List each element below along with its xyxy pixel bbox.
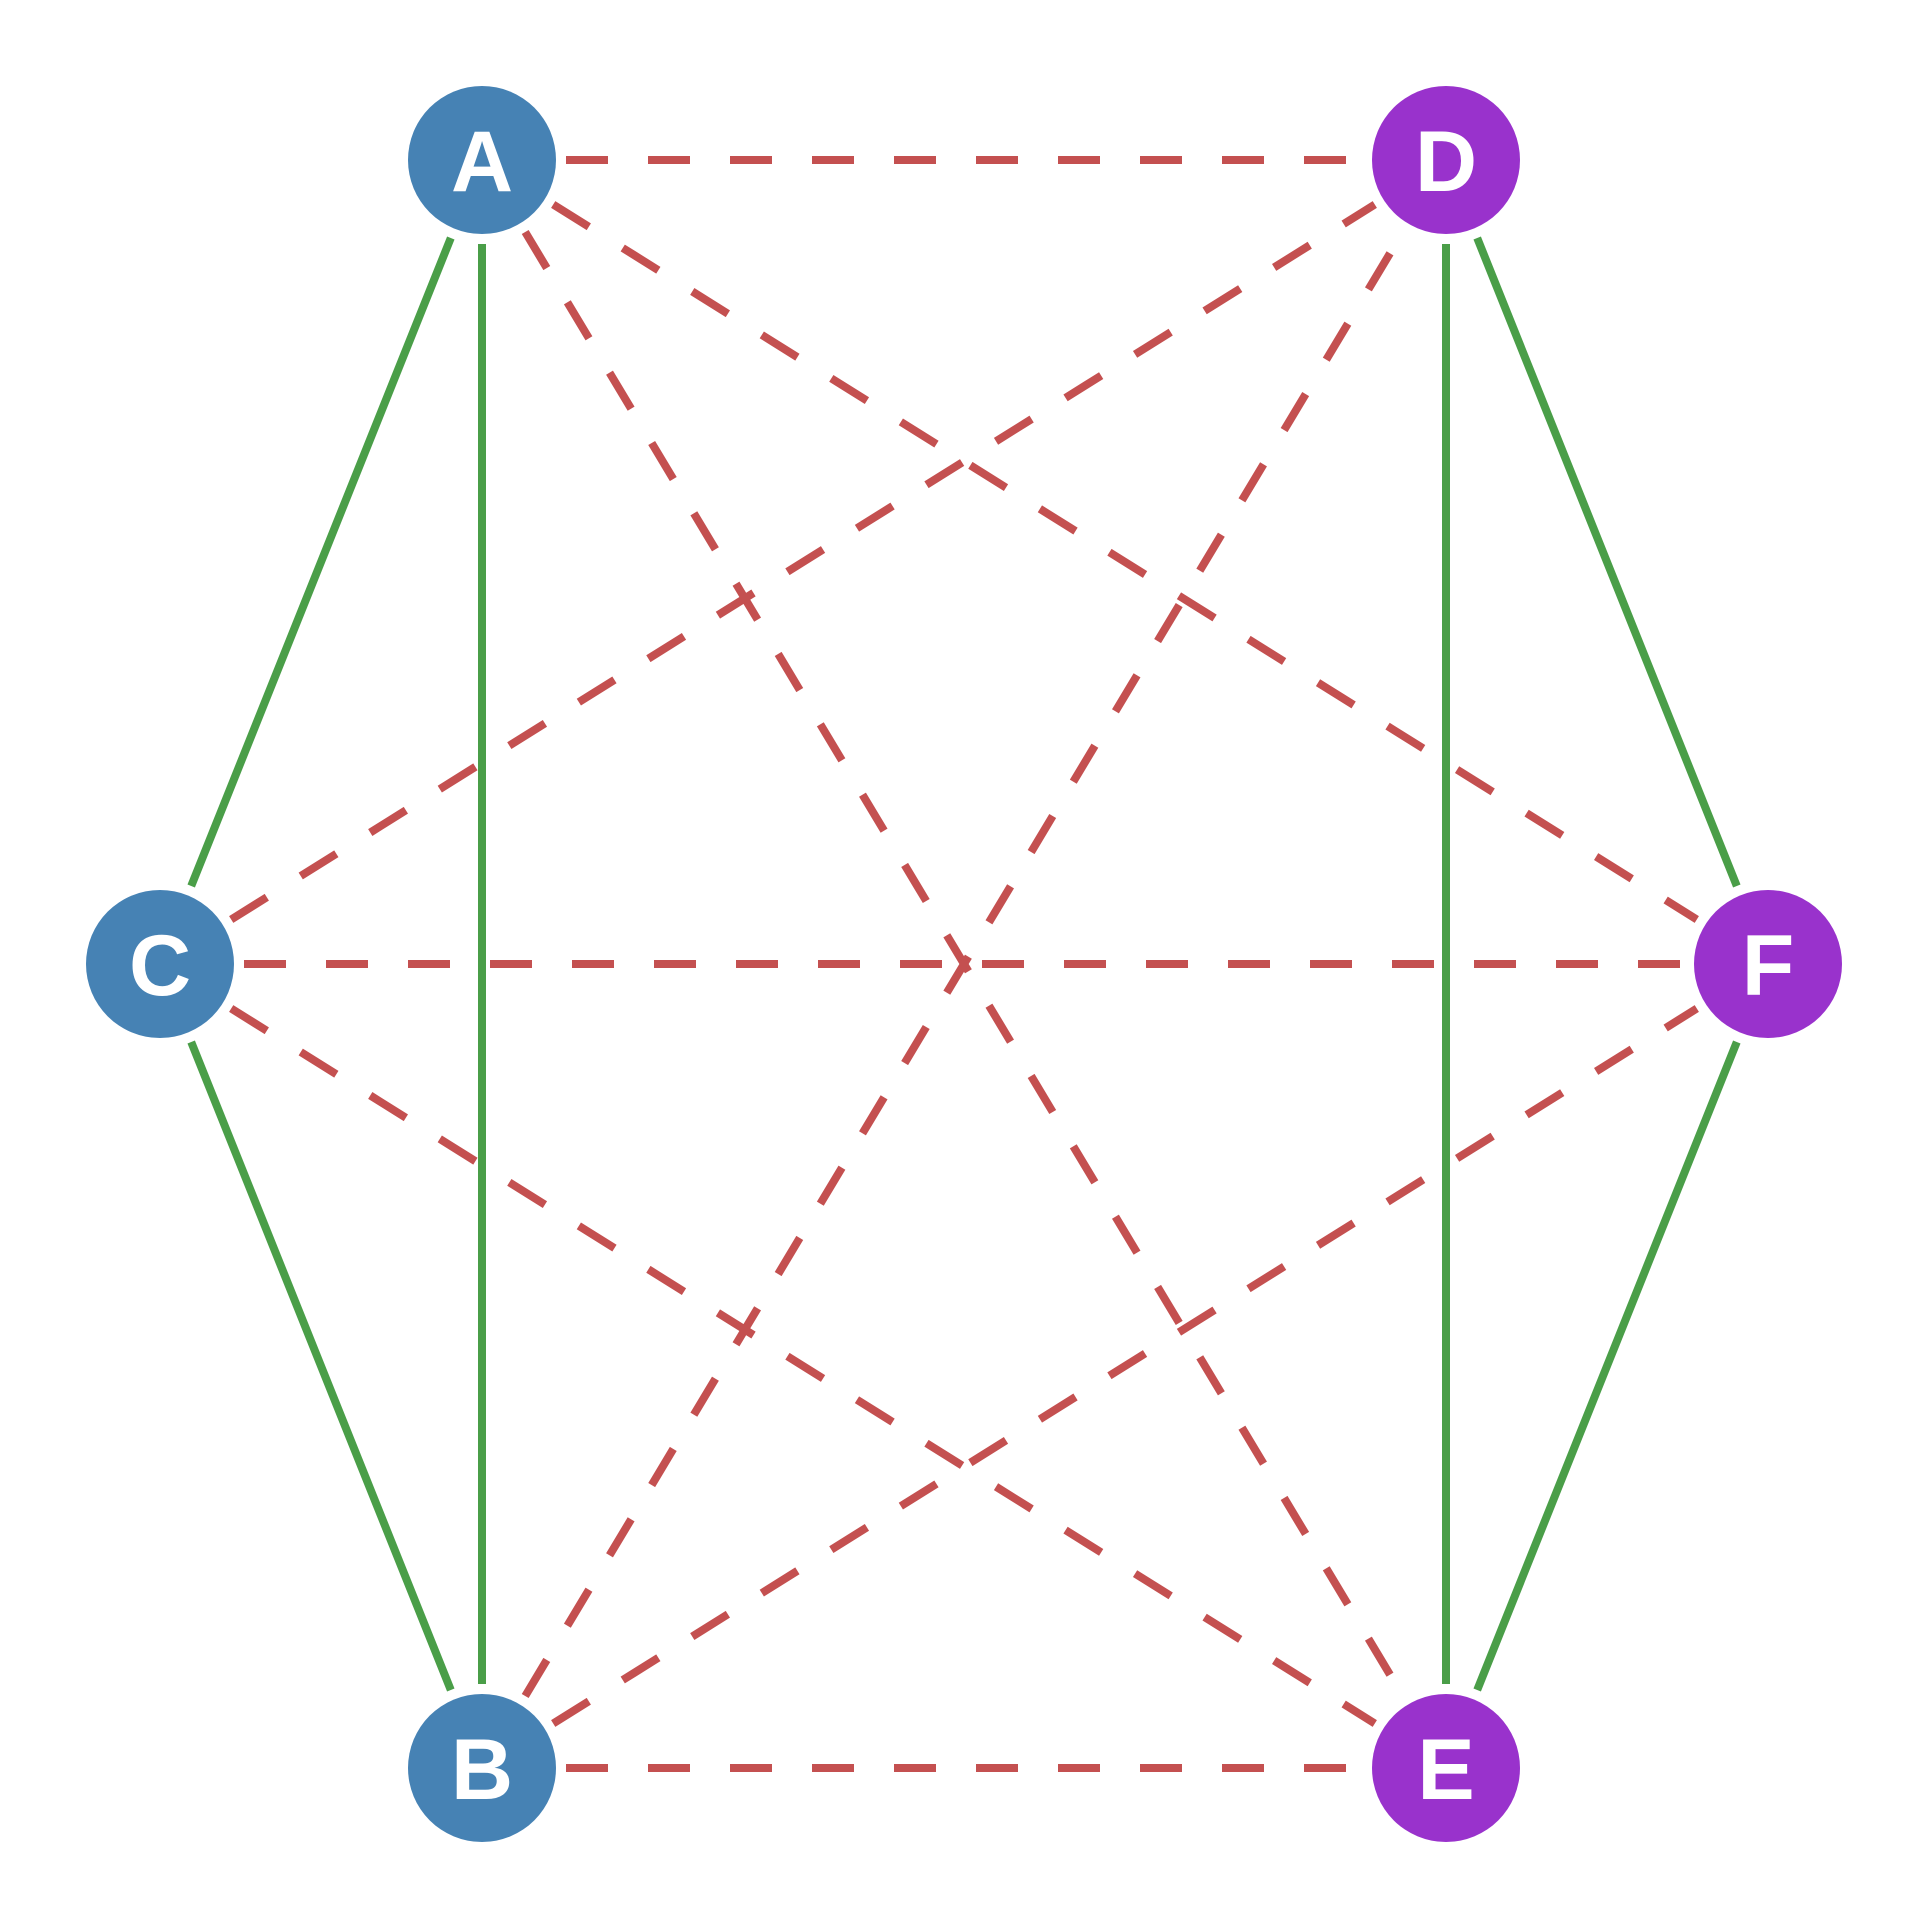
node-b-label: B bbox=[451, 1722, 513, 1818]
edge-c-e bbox=[229, 1005, 1377, 1727]
edge-d-f bbox=[1473, 236, 1741, 888]
edge-e-f bbox=[1473, 1040, 1741, 1692]
node-d-label: D bbox=[1415, 114, 1477, 210]
node-a-circle bbox=[408, 86, 556, 234]
edges-layer bbox=[187, 156, 1741, 1772]
node-c-label: C bbox=[129, 918, 191, 1014]
nodes-layer: A B C D E F bbox=[86, 86, 1842, 1842]
node-e-label: E bbox=[1417, 1722, 1474, 1818]
node-e[interactable]: E bbox=[1372, 1694, 1520, 1842]
node-f-label: F bbox=[1742, 918, 1795, 1014]
edge-b-c bbox=[187, 1040, 455, 1692]
node-d-circle bbox=[1372, 86, 1520, 234]
node-f[interactable]: F bbox=[1694, 890, 1842, 1038]
node-d[interactable]: D bbox=[1372, 86, 1520, 234]
edge-a-f bbox=[551, 201, 1699, 923]
node-e-circle bbox=[1372, 1694, 1520, 1842]
node-c[interactable]: C bbox=[86, 890, 234, 1038]
node-c-circle bbox=[86, 890, 234, 1038]
node-b[interactable]: B bbox=[408, 1694, 556, 1842]
edge-b-d bbox=[521, 229, 1407, 1699]
node-a-label: A bbox=[451, 114, 513, 210]
node-f-circle bbox=[1694, 890, 1842, 1038]
node-b-circle bbox=[408, 1694, 556, 1842]
edge-b-f bbox=[551, 1005, 1699, 1727]
node-a[interactable]: A bbox=[408, 86, 556, 234]
edge-a-c bbox=[187, 236, 455, 888]
edge-c-d bbox=[229, 201, 1377, 923]
